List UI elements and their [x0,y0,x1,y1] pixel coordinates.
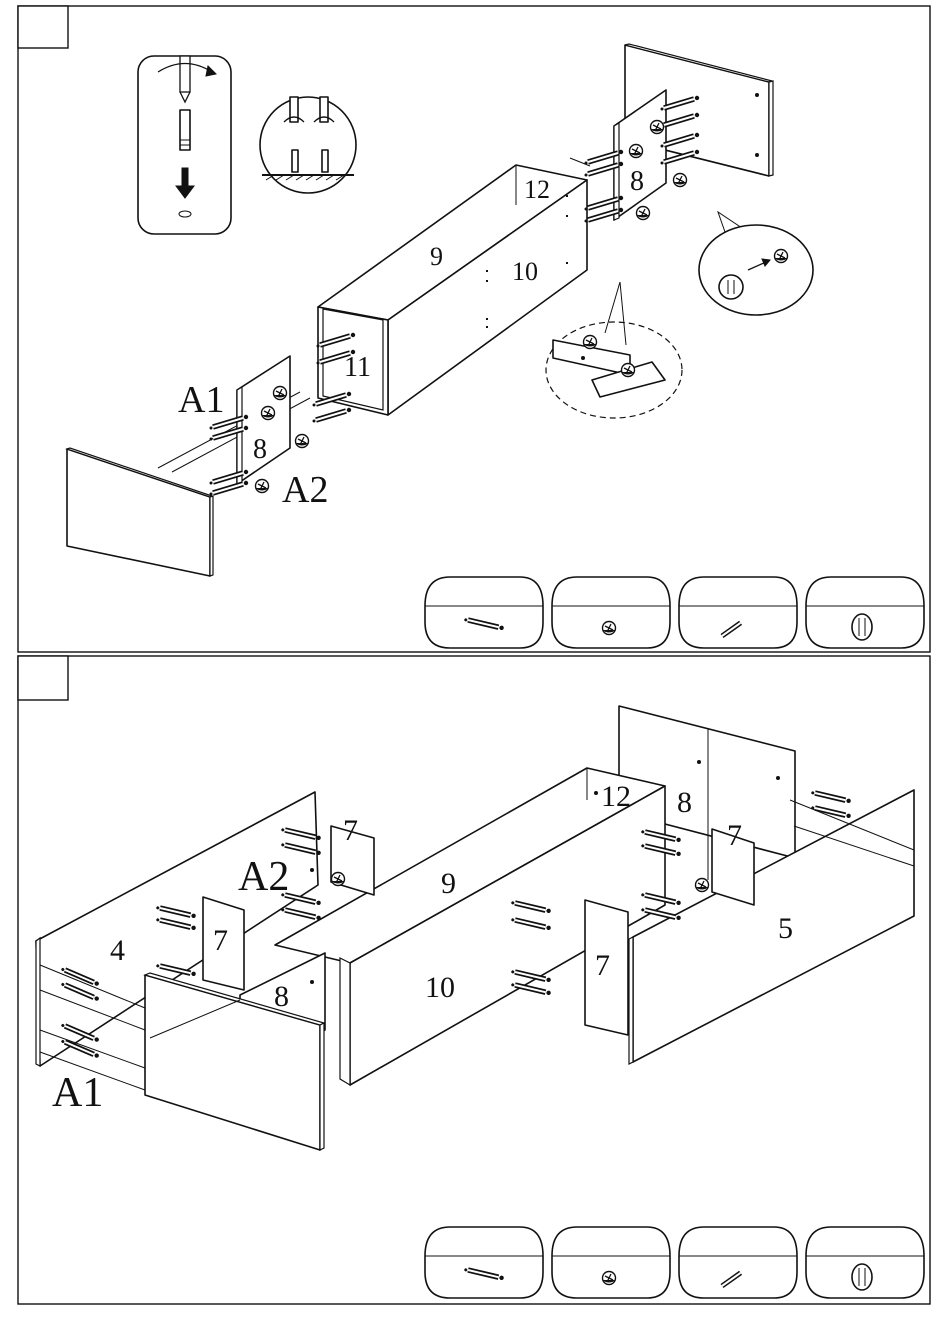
hardware-slot [552,1227,670,1298]
screwdriver-detail [138,56,231,234]
label-a2: A2 [238,854,289,900]
step-number-box [18,6,68,48]
label-part-8: 8 [630,166,644,197]
label-part-8: 8 [677,786,692,819]
cam-bolt-icon [180,110,190,150]
label-a1: A1 [178,379,224,421]
label-part-11: 11 [344,352,371,383]
panel-2: A1 A2 4 5 7 7 7 7 8 8 9 10 12 [18,656,930,1304]
cam-detail-callout [699,212,813,315]
label-part-8: 8 [274,980,289,1013]
label-part-12: 12 [601,780,631,813]
hardware-slot [425,1227,543,1298]
cover-cap-icon [852,614,872,640]
label-part-4: 4 [110,934,125,967]
label-part-7: 7 [595,949,610,982]
step-number-box [18,656,68,700]
panel-1: A1 A2 8 8 9 10 11 12 [18,6,930,652]
label-part-12: 12 [524,175,550,204]
magnifier-detail [260,97,356,193]
cover-cap-icon [852,1264,872,1290]
cam-detail-callout-2 [546,282,682,418]
label-part-9: 9 [430,242,443,271]
hardware-slot [806,577,924,648]
label-part-7: 7 [727,819,742,852]
hardware-legend [425,1227,924,1298]
cam-lock-icon [603,622,616,635]
label-part-7: 7 [213,924,228,957]
label-part-8: 8 [253,434,267,465]
hardware-slot [679,1227,797,1298]
cam-lock-icon [603,1272,616,1285]
label-part-9: 9 [441,867,456,900]
hardware-legend [425,577,924,648]
label-a2: A2 [282,469,328,511]
label-part-10: 10 [512,257,538,286]
label-a1: A1 [52,1070,103,1116]
label-part-5: 5 [778,912,793,945]
left-panel [67,448,213,576]
label-part-10: 10 [425,971,455,1004]
hardware-slot [806,1227,924,1298]
hardware-slot [552,577,670,648]
label-part-7: 7 [343,814,358,847]
hardware-slot [425,577,543,648]
hardware-slot [679,577,797,648]
